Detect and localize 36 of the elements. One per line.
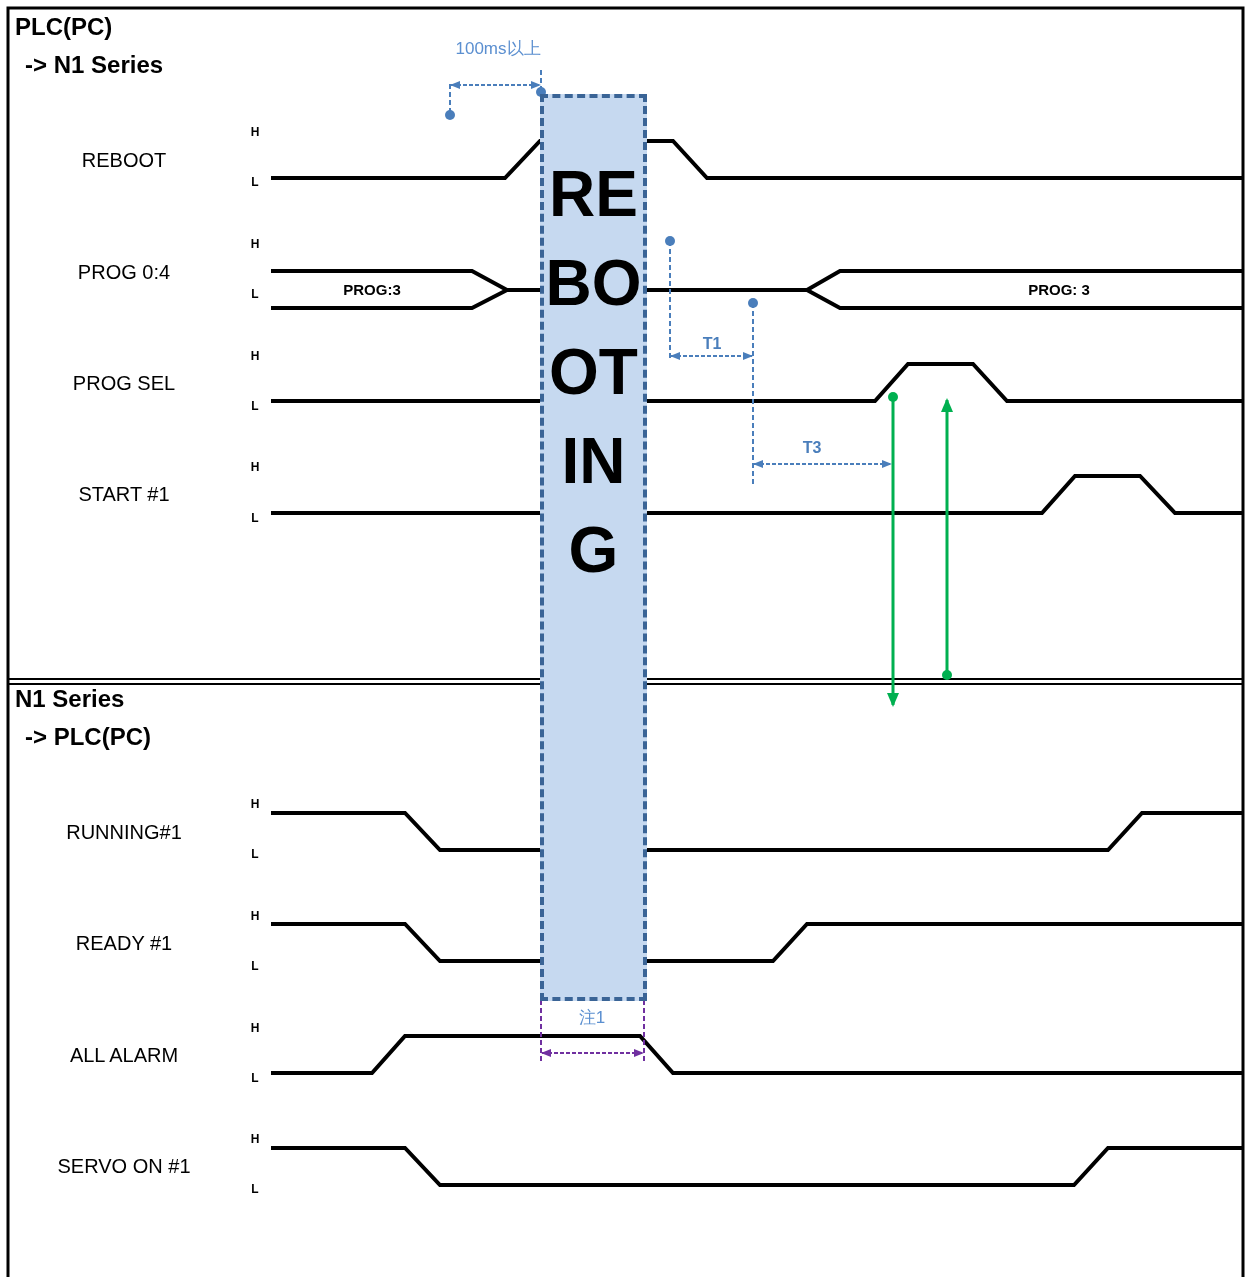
level-label: H [250,910,260,924]
level-label: L [251,1072,259,1086]
signal-name: RUNNING#1 [66,821,182,843]
level-label: L [251,400,259,414]
level-label: L [251,960,259,974]
level-label: H [250,461,260,475]
section-heading: N1 Series [15,686,125,713]
level-label: L [251,1183,259,1197]
signal-name: READY #1 [75,932,173,954]
rebooting-band [540,94,647,1001]
timing-note: 注1 [578,1008,606,1028]
level-label: H [250,350,260,364]
timing-label: T1 [702,335,722,353]
level-label: H [250,1022,260,1036]
bus-value: PROG: 3 [1028,281,1090,299]
signal-name: REBOOT [81,149,167,171]
timing-label: T3 [802,439,822,457]
level-label: H [250,126,260,140]
signal-name: PROG 0:4 [77,261,171,283]
level-label: L [251,512,259,526]
level-label: L [251,176,259,190]
timing-note: 100ms以上 [455,39,541,59]
level-label: H [250,238,260,252]
level-label: L [251,288,259,302]
section-heading: -> PLC(PC) [25,724,151,751]
signal-name: ALL ALARM [69,1044,179,1066]
signal-name: START #1 [78,483,170,505]
signal-name: PROG SEL [72,372,176,394]
level-label: L [251,848,259,862]
section-heading: -> N1 Series [25,52,164,79]
bus-value: PROG:3 [343,281,401,299]
signal-name: SERVO ON #1 [57,1155,191,1177]
level-label: H [250,798,260,812]
band-label: REBOOTING [544,157,643,588]
section-heading: PLC(PC) [15,14,113,41]
level-label: H [250,1133,260,1147]
